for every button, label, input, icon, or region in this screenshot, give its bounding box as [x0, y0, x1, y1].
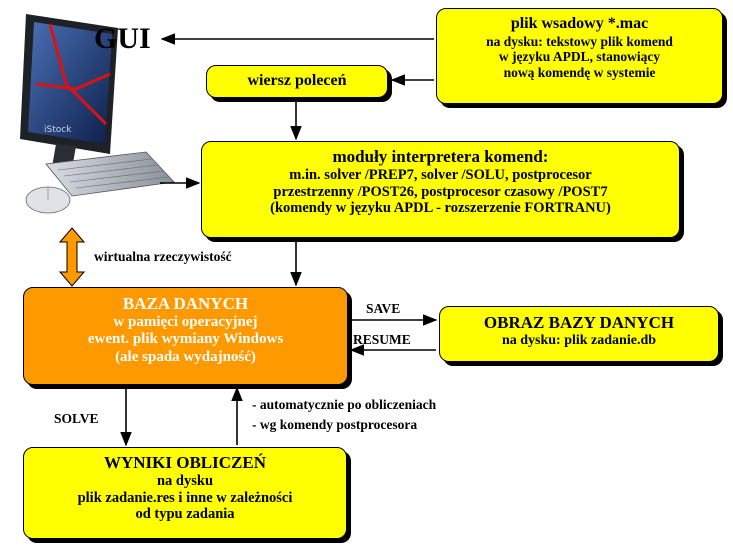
database-title: BAZA DANYCH [122, 294, 249, 313]
db-image-title: OBRAZ BAZY DANYCH [483, 313, 675, 332]
batch-file-title: plik wsadowy *.mac [510, 15, 649, 32]
computer-illustration: iStock [20, 14, 175, 214]
gui-label: GUI [94, 22, 151, 55]
batch-file-line-1: na dysku: tekstowy plik komend [486, 33, 673, 49]
batch-file-box: plik wsadowy *.mac na dysku: tekstowy pl… [436, 8, 723, 104]
database-line-2: ewent. plik wymiany Windows [87, 331, 284, 348]
db-image-subtitle: na dysku: plik zadanie.db [501, 332, 657, 348]
batch-file-line-2: w języku APDL, stanowiący [498, 49, 661, 65]
arrow-virtual-reality [58, 227, 86, 287]
results-box: WYNIKI OBLICZEŃ na dysku plik zadanie.re… [23, 447, 347, 539]
database-box: BAZA DANYCH w pamięci operacyjnej ewent.… [23, 287, 348, 385]
interpreter-line-1: m.in. solver /PREP7, solver /SOLU, postp… [289, 166, 592, 183]
interpreter-line-3: (komendy w języku APDL - rozszerzenie FO… [270, 200, 611, 217]
interpreter-box: moduły interpretera komend: m.in. solver… [201, 141, 680, 238]
database-line-1: w pamięci operacyjnej [113, 313, 258, 330]
virtual-reality-label: wirtualna rzeczywistość [94, 249, 232, 264]
auto-label-2: - wg komendy postprocesora [252, 417, 418, 432]
results-title: WYNIKI OBLICZEŃ [103, 453, 266, 472]
solve-label: SOLVE [54, 411, 99, 426]
db-image-box: OBRAZ BAZY DANYCH na dysku: plik zadanie… [439, 306, 719, 362]
database-line-3: (ale spada wydajność) [115, 348, 256, 365]
resume-label: RESUME [353, 332, 411, 347]
auto-label-1: - automatycznie po obliczeniach [252, 397, 437, 412]
interpreter-line-2: przestrzenny /POST26, postprocesor czaso… [273, 183, 608, 200]
command-line-box: wiersz poleceń [206, 65, 388, 98]
results-line-2: plik zadanie.res i inne w zależności [77, 489, 293, 506]
interpreter-title: moduły interpretera komend: [332, 147, 549, 166]
watermark-text: iStock [44, 125, 72, 135]
save-label: SAVE [366, 301, 401, 316]
results-line-1: na dysku [156, 472, 214, 489]
batch-file-line-3: nową komendę w systemie [503, 64, 656, 80]
results-line-3: od typu zadania [135, 506, 235, 523]
command-line-label: wiersz poleceń [247, 72, 347, 89]
